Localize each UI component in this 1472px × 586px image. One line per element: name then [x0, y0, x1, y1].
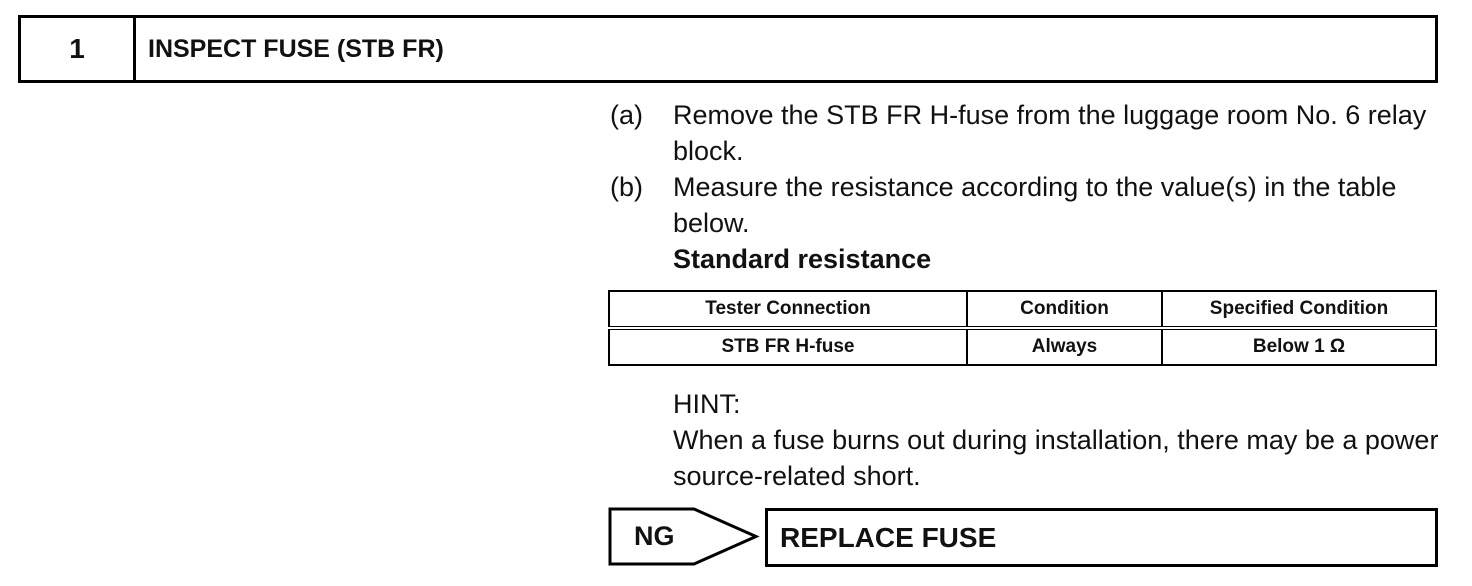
table-row: STB FR H-fuse Always Below 1 Ω — [608, 327, 1437, 366]
instruction-letter: (b) — [610, 172, 643, 202]
hint: HINT: When a fuse burns out during insta… — [673, 386, 1443, 494]
table-header-cell: Specified Condition — [1161, 290, 1437, 330]
table-header-row: Tester Connection Condition Specified Co… — [608, 290, 1437, 330]
hint-text: When a fuse burns out during installatio… — [673, 425, 1439, 491]
instructions: (a) Remove the STB FR H-fuse from the lu… — [610, 97, 1440, 277]
ng-label: NG — [634, 521, 675, 551]
instruction-letter: (a) — [610, 100, 643, 130]
spec-table: Tester Connection Condition Specified Co… — [608, 290, 1437, 366]
table-cell: Below 1 Ω — [1161, 327, 1437, 366]
standard-label: Standard resistance — [673, 244, 932, 274]
table-header-cell: Tester Connection — [608, 290, 968, 330]
table-cell: STB FR H-fuse — [608, 327, 968, 366]
instruction-text: Measure the resistance according to the … — [673, 172, 1397, 238]
result-box: REPLACE FUSE — [765, 508, 1438, 567]
table-cell: Always — [966, 327, 1163, 366]
instruction-item: (b) Measure the resistance according to … — [610, 169, 1440, 241]
ng-arrow-shape — [608, 507, 760, 566]
instruction-text: Remove the STB FR H-fuse from the luggag… — [673, 100, 1427, 166]
step-number: 1 — [21, 18, 136, 80]
hint-label: HINT: — [673, 389, 741, 419]
ng-tag: NG — [608, 507, 760, 566]
step-header: 1 INSPECT FUSE (STB FR) — [18, 15, 1438, 83]
table-header-cell: Condition — [966, 290, 1163, 330]
instruction-item: (a) Remove the STB FR H-fuse from the lu… — [610, 97, 1440, 169]
step-title: INSPECT FUSE (STB FR) — [148, 34, 444, 63]
